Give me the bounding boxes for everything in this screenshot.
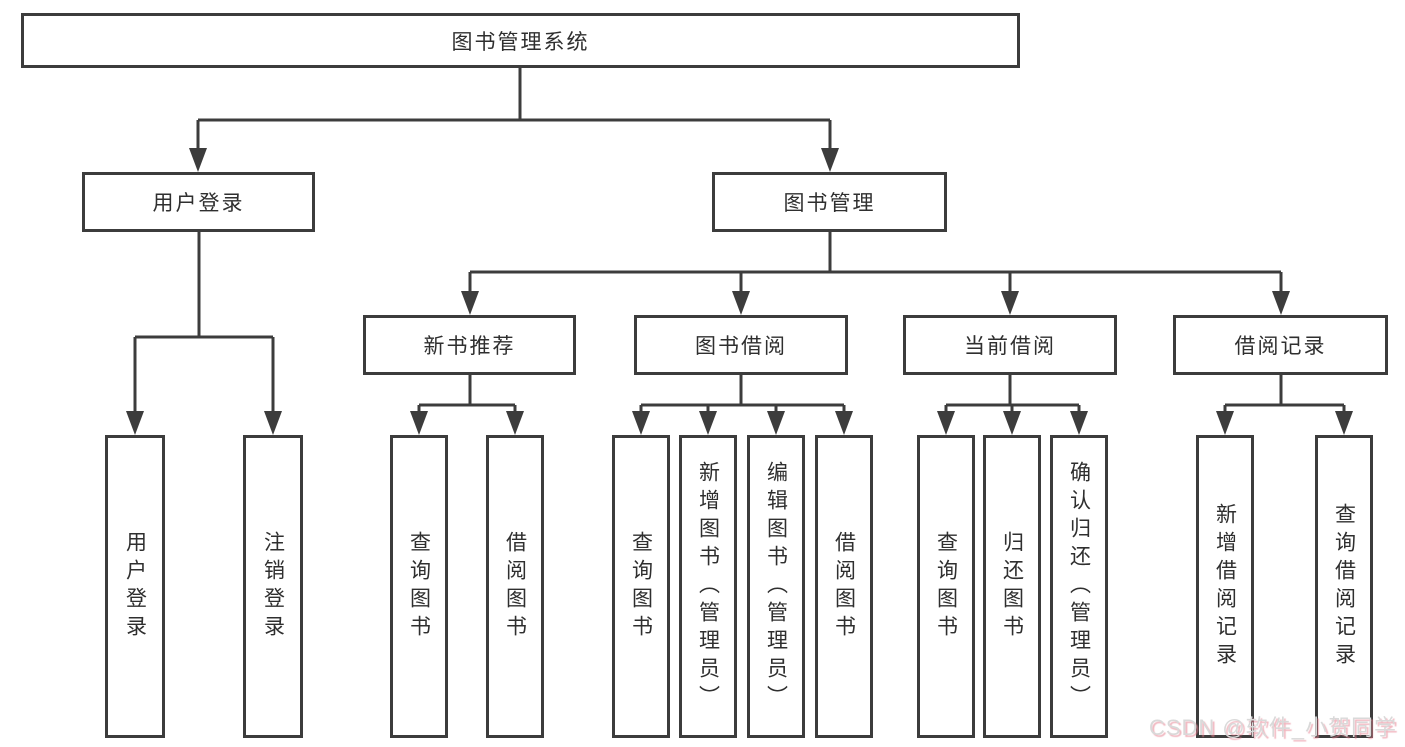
- connector-user-login: [133, 232, 275, 413]
- leaf-user-login-label: 用户登录: [123, 530, 147, 643]
- leaf-current-query-books-label: 查询图书: [934, 530, 958, 643]
- node-borrowing-records: 借阅记录: [1173, 315, 1388, 375]
- leaf-borrow-borrow-books: 借阅图书: [815, 435, 873, 738]
- node-book-management-label: 图书管理: [783, 192, 876, 215]
- leaf-records-add-record: 新增借阅记录: [1196, 435, 1254, 738]
- leaf-current-return-books: 归还图书: [983, 435, 1041, 738]
- arrow-icon: [264, 411, 282, 435]
- arrow-icon: [732, 291, 750, 315]
- arrow-icon: [937, 411, 955, 435]
- leaf-newbook-borrow-books: 借阅图书: [486, 435, 544, 738]
- arrow-icon: [1070, 411, 1088, 435]
- node-new-book-recommend: 新书推荐: [363, 315, 576, 375]
- arrow-icon: [1216, 411, 1234, 435]
- node-user-login: 用户登录: [82, 172, 315, 232]
- arrow-icon: [1272, 291, 1290, 315]
- arrow-icon: [1001, 291, 1019, 315]
- connector-book-borrowing: [639, 375, 846, 413]
- node-user-login-label: 用户登录: [152, 192, 245, 215]
- arrow-icon: [699, 411, 717, 435]
- leaf-borrow-query-books-label: 查询图书: [629, 530, 653, 643]
- leaf-current-query-books: 查询图书: [917, 435, 975, 738]
- arrow-icon: [767, 411, 785, 435]
- leaf-records-query-record-label: 查询借阅记录: [1332, 502, 1356, 671]
- leaf-newbook-query-books: 查询图书: [390, 435, 448, 738]
- leaf-logout: 注销登录: [243, 435, 303, 738]
- node-book-management: 图书管理: [712, 172, 947, 232]
- leaf-borrow-add-books-admin: 新增图书（管理员）: [679, 435, 737, 738]
- arrow-icon: [632, 411, 650, 435]
- arrow-icon: [410, 411, 428, 435]
- leaf-borrow-edit-books-admin-label: 编辑图书（管理员）: [764, 460, 788, 713]
- connector-root: [196, 68, 832, 150]
- arrow-icon: [1003, 411, 1021, 435]
- node-new-book-recommend-label: 新书推荐: [423, 335, 516, 358]
- node-book-borrowing: 图书借阅: [634, 315, 848, 375]
- arrow-icon: [506, 411, 524, 435]
- node-root-label: 图书管理系统: [451, 30, 590, 54]
- leaf-records-add-record-label: 新增借阅记录: [1213, 502, 1237, 671]
- node-book-borrowing-label: 图书借阅: [695, 335, 787, 358]
- leaf-logout-label: 注销登录: [261, 530, 285, 643]
- leaf-newbook-query-books-label: 查询图书: [407, 530, 431, 643]
- node-borrowing-records-label: 借阅记录: [1234, 335, 1327, 358]
- arrow-icon: [189, 148, 207, 172]
- node-current-borrowing-label: 当前借阅: [964, 335, 1056, 358]
- leaf-current-return-books-label: 归还图书: [1000, 530, 1024, 643]
- arrow-icon: [821, 148, 839, 172]
- arrow-icon: [461, 291, 479, 315]
- leaf-current-confirm-return-admin-label: 确认归还（管理员）: [1067, 460, 1091, 713]
- leaf-borrow-edit-books-admin: 编辑图书（管理员）: [747, 435, 805, 738]
- node-current-borrowing: 当前借阅: [903, 315, 1117, 375]
- arrowheads: [126, 148, 1353, 435]
- arrow-icon: [126, 411, 144, 435]
- node-root: 图书管理系统: [21, 13, 1020, 68]
- arrow-icon: [1335, 411, 1353, 435]
- leaf-borrow-add-books-admin-label: 新增图书（管理员）: [696, 460, 720, 713]
- leaf-borrow-borrow-books-label: 借阅图书: [832, 530, 856, 643]
- connector-book-management: [468, 232, 1283, 293]
- leaf-user-login: 用户登录: [105, 435, 165, 738]
- leaf-newbook-borrow-books-label: 借阅图书: [503, 530, 527, 643]
- connector-current-borrowing: [944, 375, 1081, 413]
- leaf-borrow-query-books: 查询图书: [612, 435, 670, 738]
- connector-borrowing-records: [1223, 375, 1346, 413]
- arrow-icon: [835, 411, 853, 435]
- leaf-records-query-record: 查询借阅记录: [1315, 435, 1373, 738]
- connector-new-book: [417, 375, 517, 413]
- leaf-current-confirm-return-admin: 确认归还（管理员）: [1050, 435, 1108, 738]
